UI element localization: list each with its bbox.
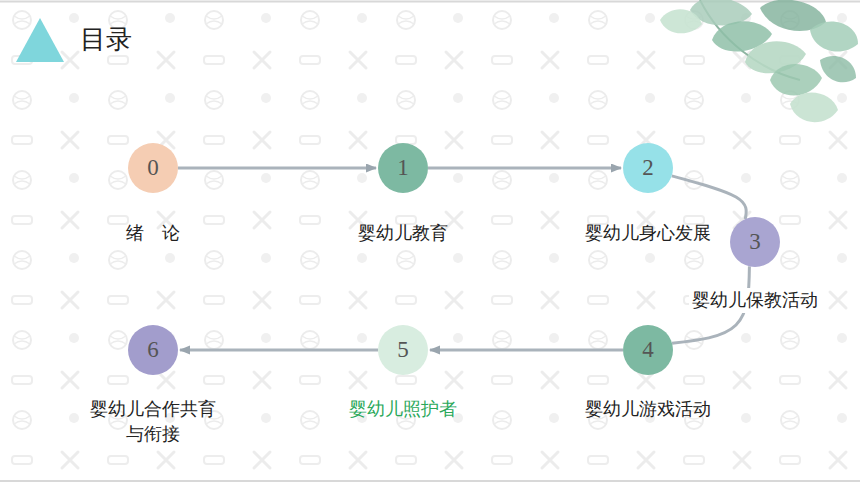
leaf-illustration xyxy=(660,0,858,122)
step-number: 4 xyxy=(623,325,673,375)
bottom-rule xyxy=(0,480,860,482)
step-label: 婴幼儿教育 xyxy=(358,221,448,246)
step-circle: 6婴幼儿合作共育与衔接 xyxy=(128,325,178,375)
step-label: 婴幼儿身心发展 xyxy=(585,221,711,246)
step-label: 婴幼儿保教活动 xyxy=(689,288,821,313)
step-label: 绪 论 xyxy=(126,221,180,246)
step-label: 婴幼儿合作共育与衔接 xyxy=(87,397,218,447)
step-label: 婴幼儿游戏活动 xyxy=(585,397,711,422)
step-circle: 1婴幼儿教育 xyxy=(378,143,428,193)
step-number: 3 xyxy=(730,217,780,267)
title-triangle xyxy=(16,18,64,62)
flow-connector xyxy=(180,349,378,352)
step-circle: 2婴幼儿身心发展 xyxy=(623,143,673,193)
slide-title: 目录 xyxy=(80,24,132,55)
flow-connector xyxy=(178,167,376,170)
step-number: 2 xyxy=(623,143,673,193)
flow-connector xyxy=(672,176,747,219)
flow-connector xyxy=(430,349,623,352)
step-number: 5 xyxy=(378,325,428,375)
step-number: 1 xyxy=(378,143,428,193)
step-circle: 3婴幼儿保教活动 xyxy=(730,217,780,267)
step-number: 6 xyxy=(128,325,178,375)
step-label: 婴幼儿照护者 xyxy=(349,397,457,422)
step-circle: 4婴幼儿游戏活动 xyxy=(623,325,673,375)
step-circle: 5婴幼儿照护者 xyxy=(378,325,428,375)
step-circle: 0绪 论 xyxy=(128,143,178,193)
step-number: 0 xyxy=(128,143,178,193)
flow-connector xyxy=(428,167,621,170)
